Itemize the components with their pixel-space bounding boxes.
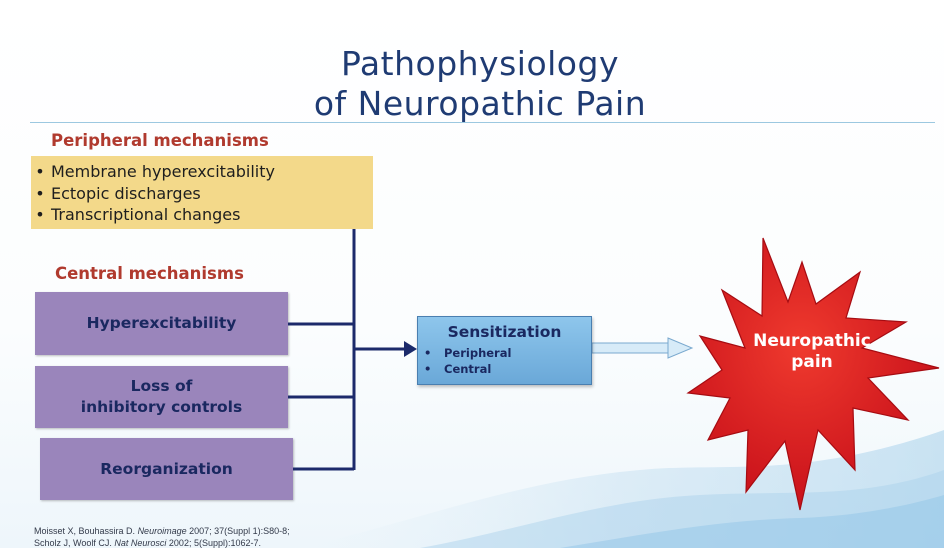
reference-details: 2002; 5(Suppl):1062-7. bbox=[169, 538, 261, 548]
central-box-hyperexcitability: Hyperexcitability bbox=[35, 292, 288, 355]
central-box-label: Reorganization bbox=[100, 459, 233, 480]
peripheral-mechanisms-label: Peripheral mechanisms bbox=[51, 131, 269, 150]
reference-journal: Neuroimage bbox=[138, 526, 187, 536]
reference-journal: Nat Neurosci bbox=[114, 538, 166, 548]
sensitization-item: Peripheral bbox=[424, 345, 511, 361]
reference-line: Scholz J, Woolf CJ. Nat Neurosci 2002; 5… bbox=[34, 537, 290, 548]
sensitization-list: Peripheral Central bbox=[424, 345, 511, 377]
peripheral-item: Transcriptional changes bbox=[33, 204, 373, 226]
arrowhead-to-sensitization bbox=[404, 341, 417, 357]
peripheral-mechanisms-list: Membrane hyperexcitability Ectopic disch… bbox=[33, 161, 373, 226]
central-box-loss-of-inhibitory-controls: Loss of inhibitory controls bbox=[35, 366, 288, 428]
sensitization-title: Sensitization bbox=[418, 323, 591, 341]
reference-authors: Moisset X, Bouhassira D. bbox=[34, 526, 135, 536]
peripheral-item: Ectopic discharges bbox=[33, 183, 373, 205]
reference-details: 2007; 37(Suppl 1):S80-8; bbox=[189, 526, 290, 536]
peripheral-item: Membrane hyperexcitability bbox=[33, 161, 373, 183]
central-box-label: Loss of inhibitory controls bbox=[81, 376, 242, 418]
sensitization-item: Central bbox=[424, 361, 511, 377]
central-box-label: Hyperexcitability bbox=[87, 313, 237, 334]
sensitization-box: Sensitization Peripheral Central bbox=[417, 316, 592, 385]
title-line-2: of Neuropathic Pain bbox=[180, 84, 780, 124]
title-line-1: Pathophysiology bbox=[180, 44, 780, 84]
central-box-reorganization: Reorganization bbox=[40, 438, 293, 500]
neuropathic-pain-label: Neuropathic pain bbox=[732, 331, 892, 373]
peripheral-mechanisms-box: Membrane hyperexcitability Ectopic disch… bbox=[31, 156, 373, 229]
neuropathic-pain-line-2: pain bbox=[732, 352, 892, 373]
title-divider bbox=[30, 122, 935, 123]
central-mechanisms-label: Central mechanisms bbox=[55, 264, 244, 283]
neuropathic-pain-burst bbox=[688, 238, 939, 510]
references: Moisset X, Bouhassira D. Neuroimage 2007… bbox=[34, 525, 290, 548]
reference-line: Moisset X, Bouhassira D. Neuroimage 2007… bbox=[34, 525, 290, 537]
arrow-to-neuropathic-pain bbox=[592, 338, 692, 358]
reference-authors: Scholz J, Woolf CJ. bbox=[34, 538, 112, 548]
neuropathic-pain-line-1: Neuropathic bbox=[732, 331, 892, 352]
slide-title: Pathophysiology of Neuropathic Pain bbox=[180, 44, 780, 124]
